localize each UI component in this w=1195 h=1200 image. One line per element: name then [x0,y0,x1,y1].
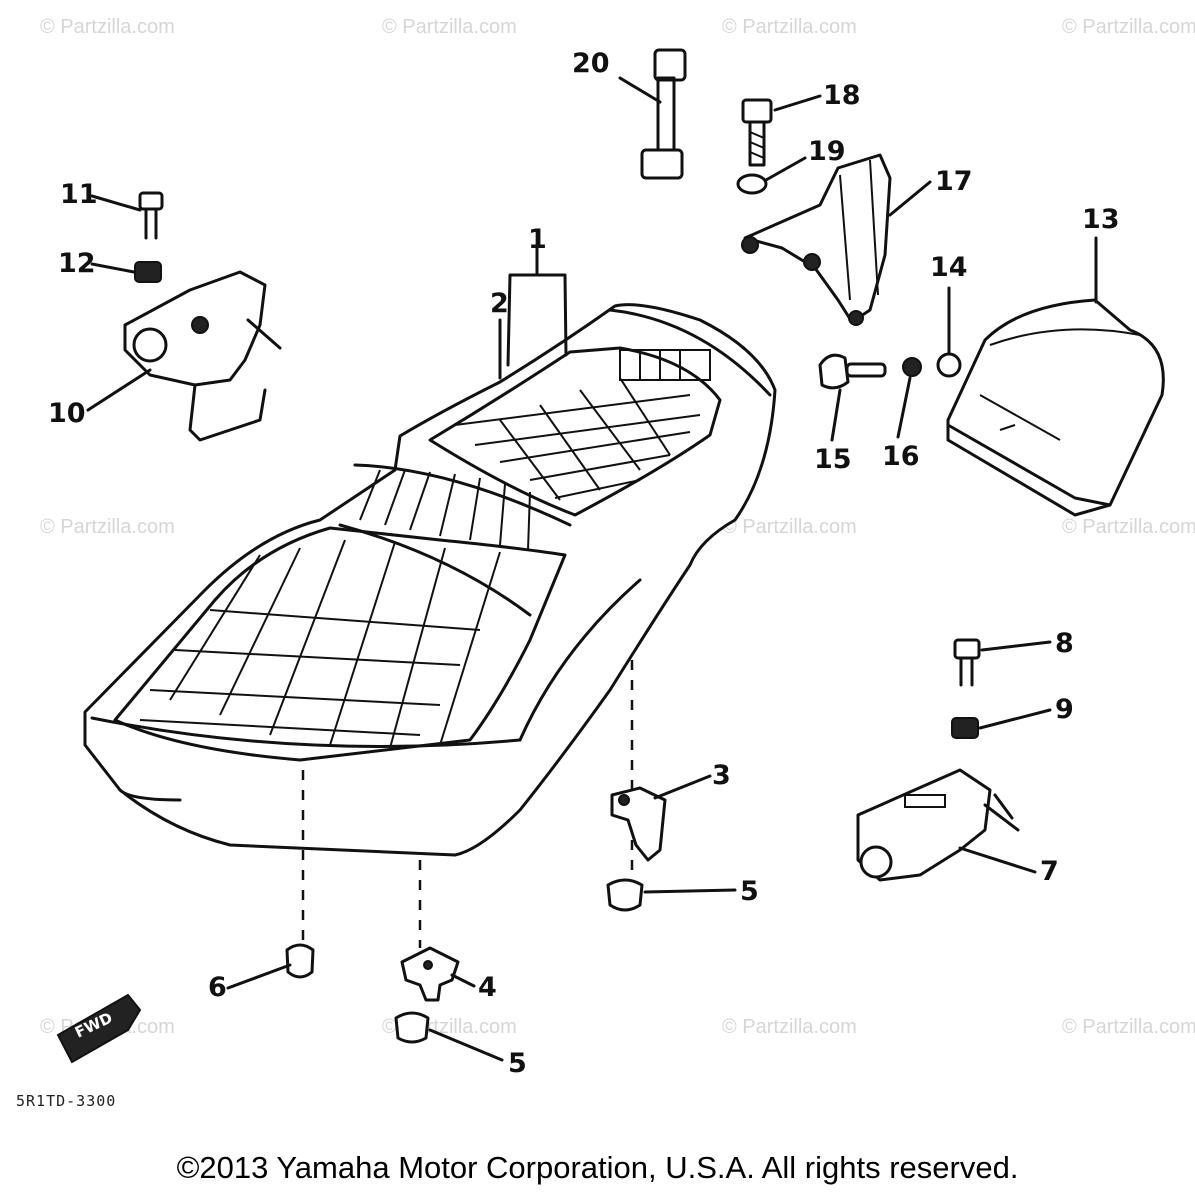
callout-2: 2 [490,288,509,319]
callout-9: 9 [1055,694,1074,725]
leader-5-upper [643,888,737,894]
washer-part-19 [736,173,768,195]
hook-part-4 [400,946,460,1002]
callout-10: 10 [48,398,86,429]
leader-15 [830,388,842,442]
leader-3 [653,774,712,800]
leader-18 [773,94,822,112]
seat-assembly [83,303,777,857]
strap-part-20 [640,48,687,180]
bracket-part-17 [741,153,892,326]
latch-part-7 [856,768,1020,882]
callout-8: 8 [1055,628,1074,659]
watermark: © Partzilla.com [1062,16,1195,38]
callout-11: 11 [60,179,98,210]
leader-10 [86,368,152,412]
watermark: © Partzilla.com [382,16,517,38]
latch-part-10 [123,270,282,442]
callout-3: 3 [712,760,731,791]
callout-20: 20 [572,48,610,79]
screw-part-11 [138,191,164,240]
callout-15: 15 [814,444,852,475]
callout-7: 7 [1040,856,1059,887]
leader-12 [90,262,136,274]
leader-20 [618,76,662,104]
leader-11 [90,194,142,212]
leader-5-lower [428,1028,504,1062]
leader-9 [978,708,1052,730]
fwd-arrow-tag: FWD [56,993,142,1064]
knob-part-15 [818,353,887,390]
nut-part-12 [134,261,162,283]
leader-8 [980,640,1052,652]
callout-19: 19 [808,136,846,167]
leader-1 [506,246,568,367]
callout-5-upper: 5 [740,876,759,907]
callout-14: 14 [930,252,968,283]
rubber-part-6 [285,943,315,979]
watermark: © Partzilla.com [722,1016,857,1038]
washer-part-16 [902,357,922,377]
leader-17 [888,180,932,217]
drawing-code: 5R1TD-3300 [16,1092,117,1110]
watermark: © Partzilla.com [722,516,857,538]
callout-4: 4 [478,972,497,1003]
nut-part-9 [951,717,979,739]
bolt-part-18 [741,98,773,167]
watermark: © Partzilla.com [40,16,175,38]
leader-19 [764,156,807,182]
callout-6: 6 [208,972,227,1003]
callout-18: 18 [823,80,861,111]
callout-17: 17 [935,166,973,197]
copyright-notice: ©2013 Yamaha Motor Corporation, U.S.A. A… [176,1150,1019,1185]
grommet-part-5 [606,878,644,912]
watermark: © Partzilla.com [1062,516,1195,538]
watermark: © Partzilla.com [40,516,175,538]
hook-part-3 [610,786,667,862]
callout-1: 1 [528,224,547,255]
callout-5-lower: 5 [508,1048,527,1079]
callout-12: 12 [58,248,96,279]
callout-13: 13 [1082,204,1120,235]
leader-6 [226,963,292,990]
leader-16 [896,376,912,439]
tail-cover-part-13 [946,298,1165,517]
grommet-part-5 [394,1011,430,1044]
leader-4 [450,973,476,988]
callout-16: 16 [882,441,920,472]
grommet-part-14 [936,352,962,378]
screw-part-8 [953,638,981,687]
leader-7 [958,846,1037,874]
watermark: © Partzilla.com [722,16,857,38]
watermark: © Partzilla.com [1062,1016,1195,1038]
